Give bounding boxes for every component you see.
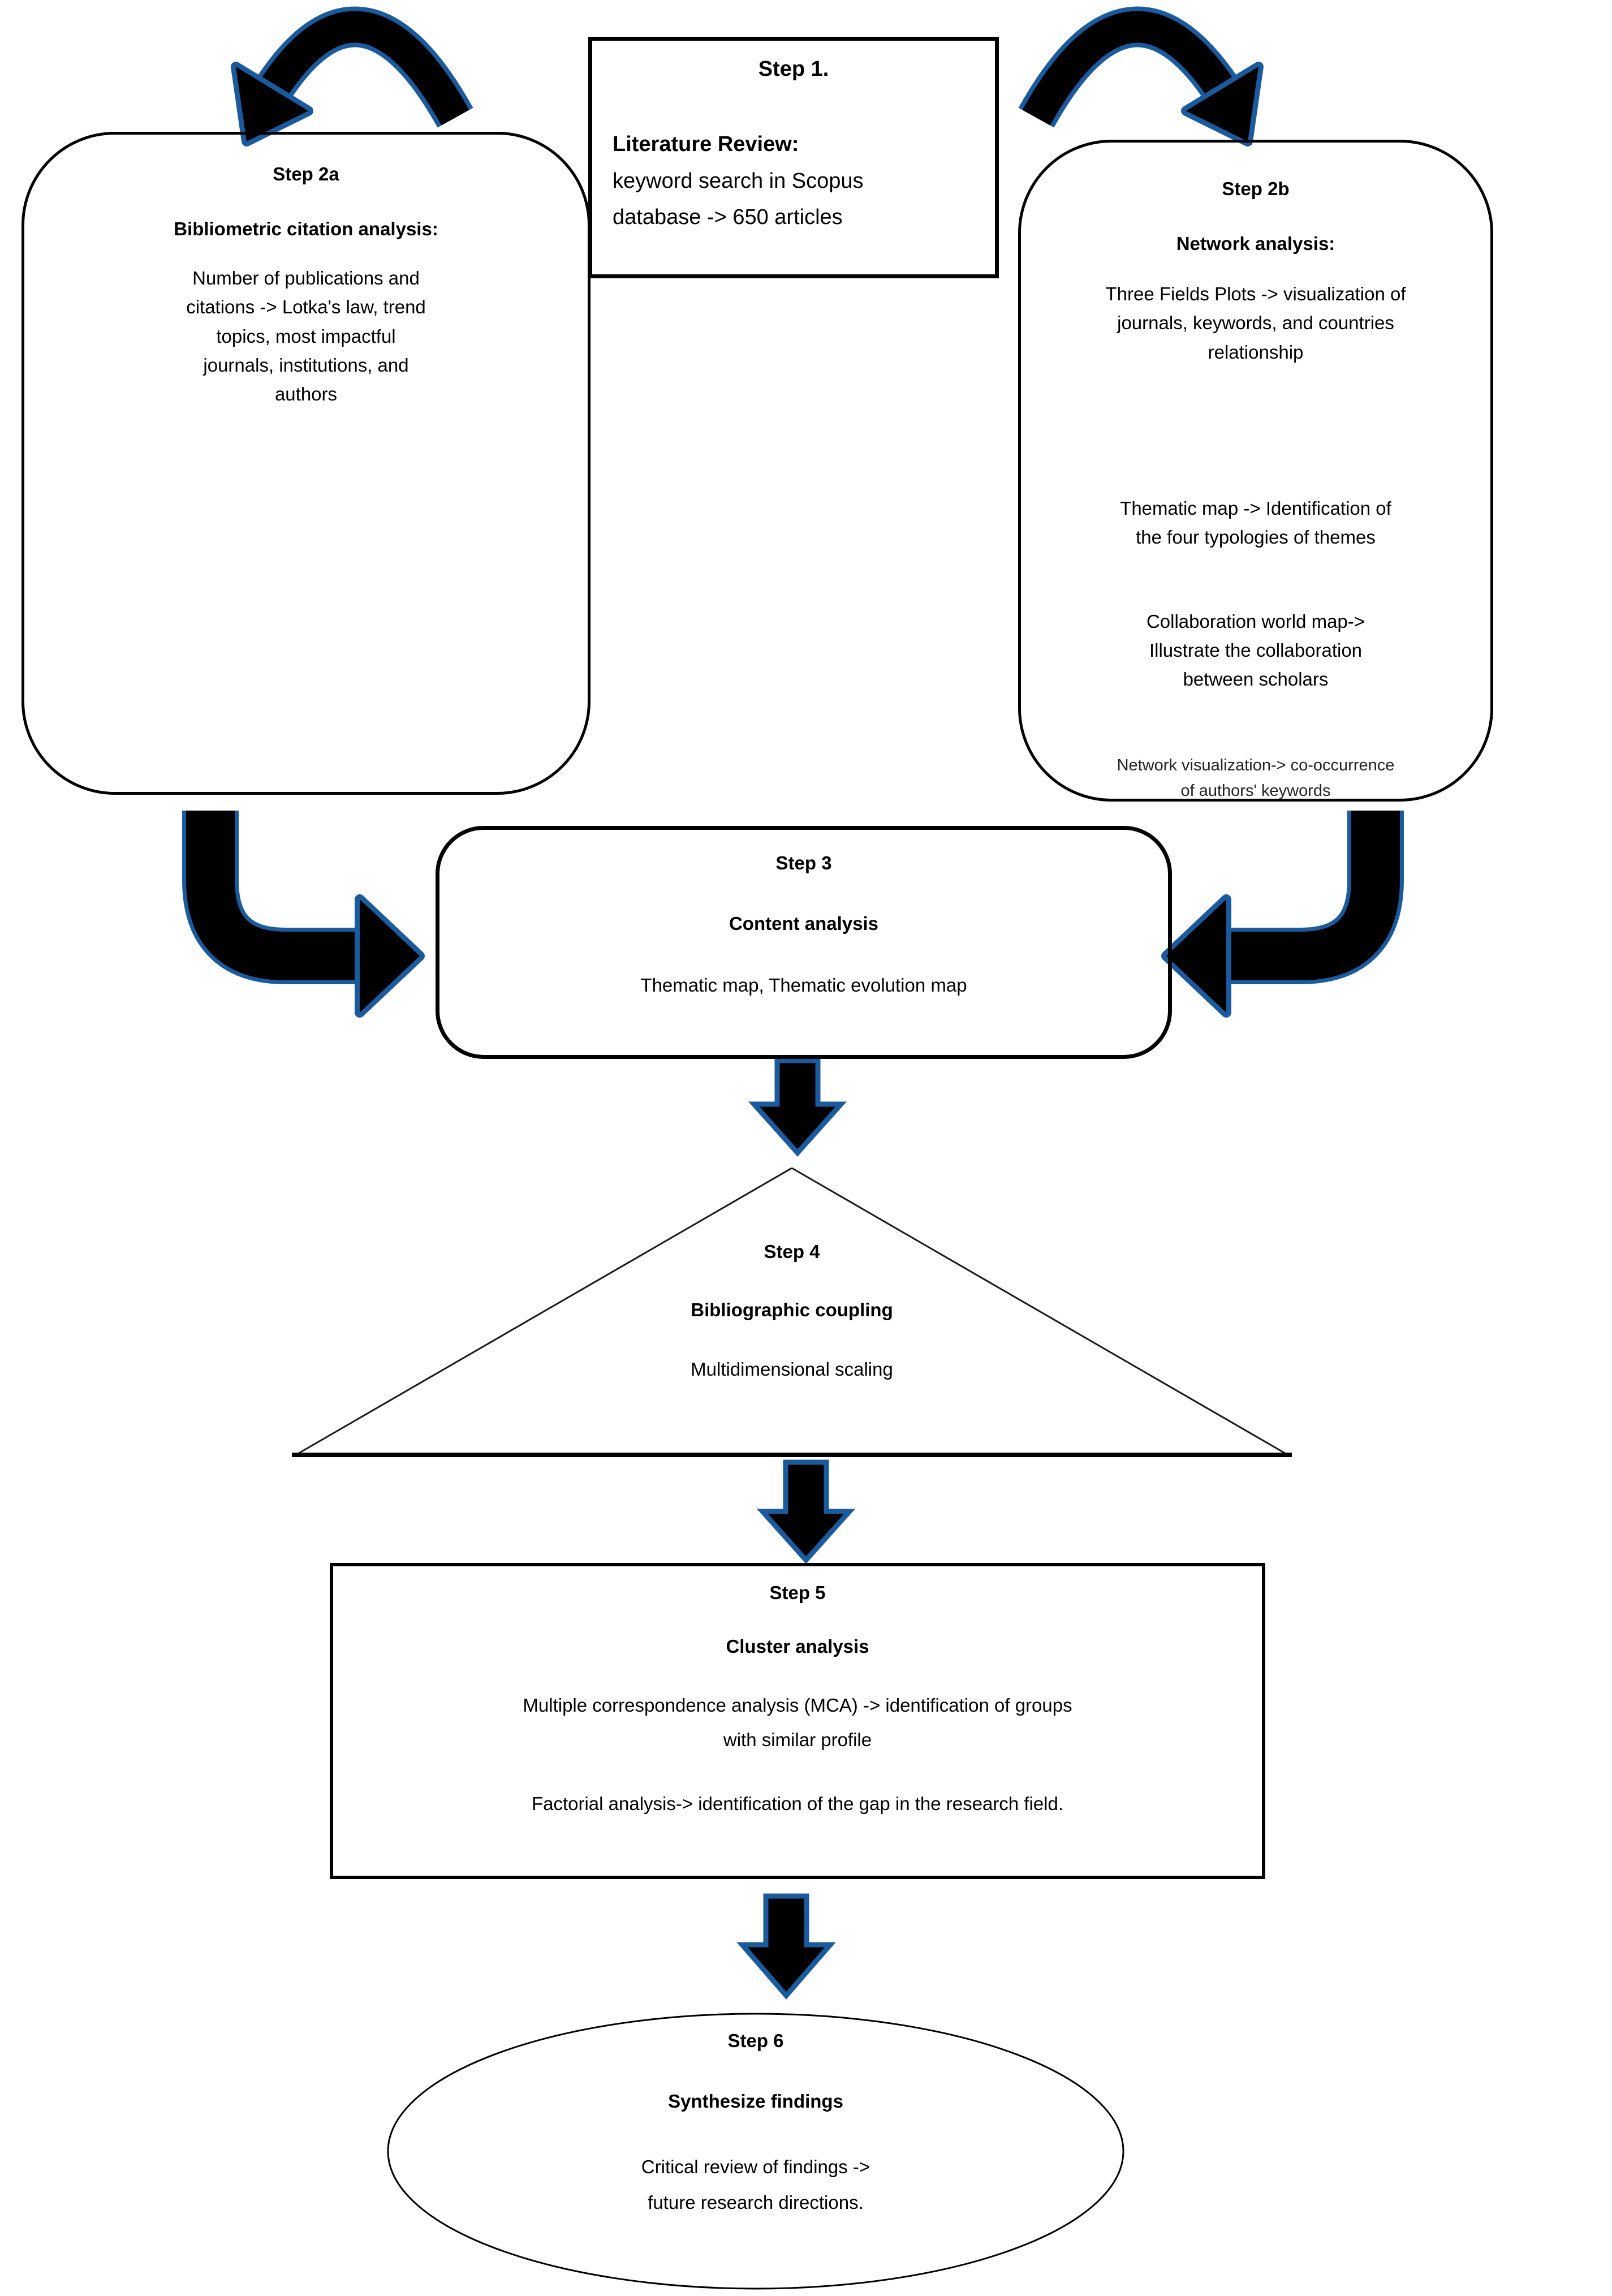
step5-heading: Cluster analysis <box>726 1636 869 1657</box>
step5-paragraph: Factorial analysis-> identification of t… <box>531 1793 1064 1815</box>
step4-triangle-text: Step 4 Bibliographic coupling Multidimen… <box>509 1239 1075 1384</box>
step5-box: Step 5 Cluster analysis Multiple corresp… <box>330 1563 1265 1879</box>
step5-title: Step 5 <box>769 1582 826 1603</box>
step6-title: Step 6 <box>727 2030 784 2051</box>
step2b-paragraph: Collaboration world map-> Illustrate the… <box>1146 611 1365 690</box>
step6-body: Critical review of findings -> future re… <box>641 2156 870 2213</box>
down-arrow-step4-step5-icon <box>756 1459 856 1564</box>
step2a-title: Step 2a <box>273 163 339 184</box>
step2a-box: Step 2a Bibliometric citation analysis: … <box>21 132 591 795</box>
curved-arrow-right-icon <box>1018 6 1264 147</box>
step1-box: Step 1. Literature Review: keyword searc… <box>588 37 999 278</box>
step4-title: Step 4 <box>764 1241 820 1262</box>
step3-box: Step 3 Content analysis Thematic map, Th… <box>436 826 1172 1059</box>
step3-body: Thematic map, Thematic evolution map <box>640 975 967 996</box>
step1-heading: Literature Review: <box>613 132 799 157</box>
step6-ellipse-shape <box>387 2013 1124 2290</box>
step5-paragraph: Multiple correspondence analysis (MCA) -… <box>523 1695 1072 1751</box>
step6-heading: Synthesize findings <box>668 2091 843 2112</box>
step2b-box: Step 2b Network analysis: Three Fields P… <box>1018 140 1493 802</box>
elbow-arrow-left-icon <box>182 811 425 1018</box>
curved-arrow-left-icon <box>231 6 473 147</box>
down-arrow-step3-step4-icon <box>748 1058 847 1157</box>
step2b-heading: Network analysis: <box>1176 233 1335 255</box>
step6-ellipse-text: Step 6 Synthesize findings Critical revi… <box>445 2028 1067 2221</box>
down-arrow-step5-step6-icon <box>736 1893 836 2000</box>
step4-body: Multidimensional scaling <box>691 1359 893 1380</box>
step2b-title: Step 2b <box>1222 178 1290 199</box>
step2b-paragraph: Thematic map -> Identification of the fo… <box>1120 497 1391 548</box>
step2a-body: Number of publications and citations -> … <box>186 268 426 404</box>
step4-heading: Bibliographic coupling <box>691 1299 893 1321</box>
step3-title: Step 3 <box>775 852 832 873</box>
step1-body: keyword search in Scopus database -> 650… <box>613 169 864 230</box>
step1-title: Step 1. <box>758 57 829 81</box>
step3-heading: Content analysis <box>729 913 879 934</box>
step2b-footnote: Network visualization-> co-occurrence of… <box>1117 756 1395 800</box>
elbow-arrow-right-icon <box>1161 811 1404 1018</box>
step2a-heading: Bibliometric citation analysis: <box>174 218 438 240</box>
step2b-paragraph: Three Fields Plots -> visualization of j… <box>1105 283 1406 363</box>
step4-triangle-shape <box>292 1167 1292 1457</box>
